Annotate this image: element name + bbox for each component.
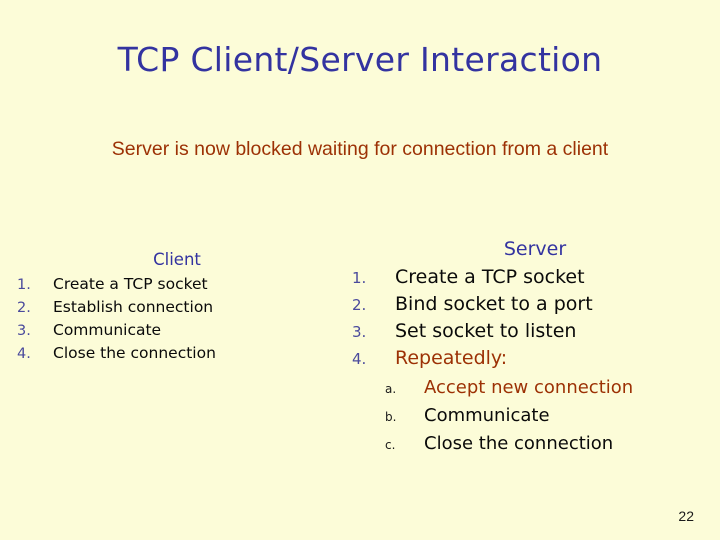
server-substep-b: b. Communicate bbox=[340, 405, 720, 433]
page-number: 22 bbox=[678, 508, 694, 524]
server-step-3: 3. Set socket to listen bbox=[340, 320, 720, 347]
server-substep-c: c. Close the connection bbox=[340, 433, 720, 461]
server-step-2-label: Bind socket to a port bbox=[395, 293, 593, 315]
server-substep-b-number: b. bbox=[385, 410, 397, 424]
server-heading: Server bbox=[503, 238, 567, 260]
server-step-2: 2. Bind socket to a port bbox=[340, 293, 720, 320]
two-column-body: Client 1. Create a TCP socket 2. Establi… bbox=[0, 236, 720, 486]
page-title: TCP Client/Server Interaction bbox=[117, 40, 603, 79]
server-substep-list: a. Accept new connection b. Communicate … bbox=[340, 377, 720, 461]
server-step-1: 1. Create a TCP socket bbox=[340, 266, 720, 293]
server-substep-c-label: Close the connection bbox=[424, 433, 614, 454]
client-step-3-label: Communicate bbox=[53, 321, 162, 339]
client-step-4: 4. Close the connection bbox=[0, 344, 340, 367]
client-step-1: 1. Create a TCP socket bbox=[0, 275, 340, 298]
client-step-3: 3. Communicate bbox=[0, 321, 340, 344]
slide-subtitle: Server is now blocked waiting for connec… bbox=[111, 138, 609, 160]
server-substep-b-label: Communicate bbox=[424, 405, 550, 426]
server-step-3-number: 3. bbox=[352, 323, 367, 341]
client-step-1-label: Create a TCP socket bbox=[53, 275, 208, 293]
server-step-4-label: Repeatedly: bbox=[395, 347, 508, 369]
client-step-2: 2. Establish connection bbox=[0, 298, 340, 321]
server-column: Server 1. Create a TCP socket 2. Bind so… bbox=[340, 236, 720, 461]
server-substep-a-number: a. bbox=[385, 382, 397, 396]
client-step-4-label: Close the connection bbox=[53, 344, 216, 362]
client-column: Client 1. Create a TCP socket 2. Establi… bbox=[0, 236, 340, 367]
server-step-4: 4. Repeatedly: bbox=[340, 347, 720, 374]
server-step-3-label: Set socket to listen bbox=[395, 320, 577, 342]
server-step-1-label: Create a TCP socket bbox=[395, 266, 585, 288]
client-step-4-number: 4. bbox=[17, 346, 31, 362]
client-step-3-number: 3. bbox=[17, 323, 31, 339]
server-substep-c-number: c. bbox=[385, 438, 396, 452]
server-step-list: 1. Create a TCP socket 2. Bind socket to… bbox=[340, 266, 720, 374]
client-step-1-number: 1. bbox=[17, 277, 31, 293]
server-substep-a: a. Accept new connection bbox=[340, 377, 720, 405]
server-step-2-number: 2. bbox=[352, 296, 367, 314]
client-heading: Client bbox=[153, 250, 201, 269]
client-step-2-number: 2. bbox=[17, 300, 31, 316]
server-step-1-number: 1. bbox=[352, 269, 367, 287]
server-substep-a-label: Accept new connection bbox=[424, 377, 634, 398]
client-step-list: 1. Create a TCP socket 2. Establish conn… bbox=[0, 275, 340, 367]
client-step-2-label: Establish connection bbox=[53, 298, 214, 316]
server-step-4-number: 4. bbox=[352, 350, 367, 368]
